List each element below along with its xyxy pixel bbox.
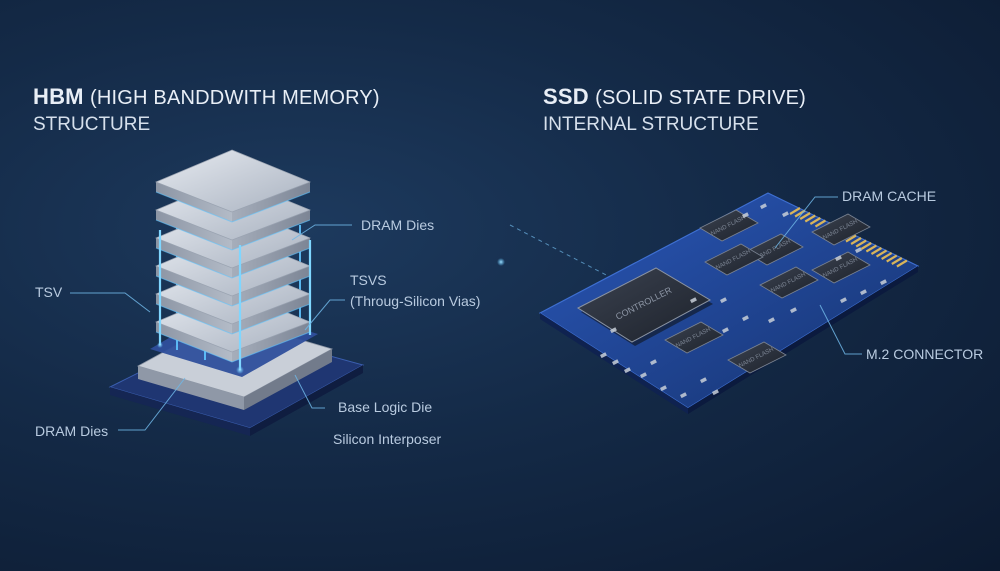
hbm-title-bold: HBM — [33, 84, 84, 109]
nand-chip: NAND FLASH — [704, 243, 764, 276]
label-dram-dies-bottom: DRAM Dies — [35, 423, 109, 439]
hbm-title-rest: (HIGH BANDDWITH MEMORY) — [90, 87, 380, 109]
label-tsvs-desc: (Throug-Silicon Vias) — [350, 293, 481, 309]
dram-die — [155, 149, 311, 223]
hbm-leader-lines — [70, 224, 352, 431]
label-m2-connector: M.2 CONNECTOR — [866, 346, 984, 362]
label-base-logic-die: Base Logic Die — [338, 399, 433, 415]
label-tsv: TSV — [35, 284, 63, 300]
nand-chip: NAND FLASH — [811, 213, 871, 246]
hbm-title: HBM (HIGH BANDDWITH MEMORY) STRUCTURE — [33, 84, 380, 136]
ssd-title: SSD (SOLID STATE DRIVE) INTERNAL STRUCTU… — [543, 84, 806, 136]
smd-components — [600, 203, 887, 399]
nand-chip: NAND FLASH — [664, 321, 724, 354]
label-silicon-interposer: Silicon Interposer — [333, 431, 442, 447]
ssd-leader-lines — [774, 196, 862, 355]
hbm-stack — [108, 149, 365, 436]
label-dram-cache: DRAM CACHE — [842, 188, 937, 204]
divider-glow — [497, 258, 505, 266]
hbm-title-line2: STRUCTURE — [33, 114, 151, 135]
ssd-title-rest: (SOLID STATE DRIVE) — [595, 87, 807, 109]
dram-die-stack — [155, 149, 311, 363]
label-tsvs: TSVS — [350, 272, 387, 288]
ssd-title-line2: INTERNAL STRUCTURE — [543, 114, 759, 135]
nand-chip: NAND FLASH — [727, 341, 787, 374]
nand-chip: NAND FLASH — [759, 266, 819, 299]
controller-chip: CONTROLLER — [576, 267, 713, 346]
label-dram-dies-top: DRAM Dies — [361, 217, 435, 233]
ssd-title-bold: SSD — [543, 84, 589, 109]
